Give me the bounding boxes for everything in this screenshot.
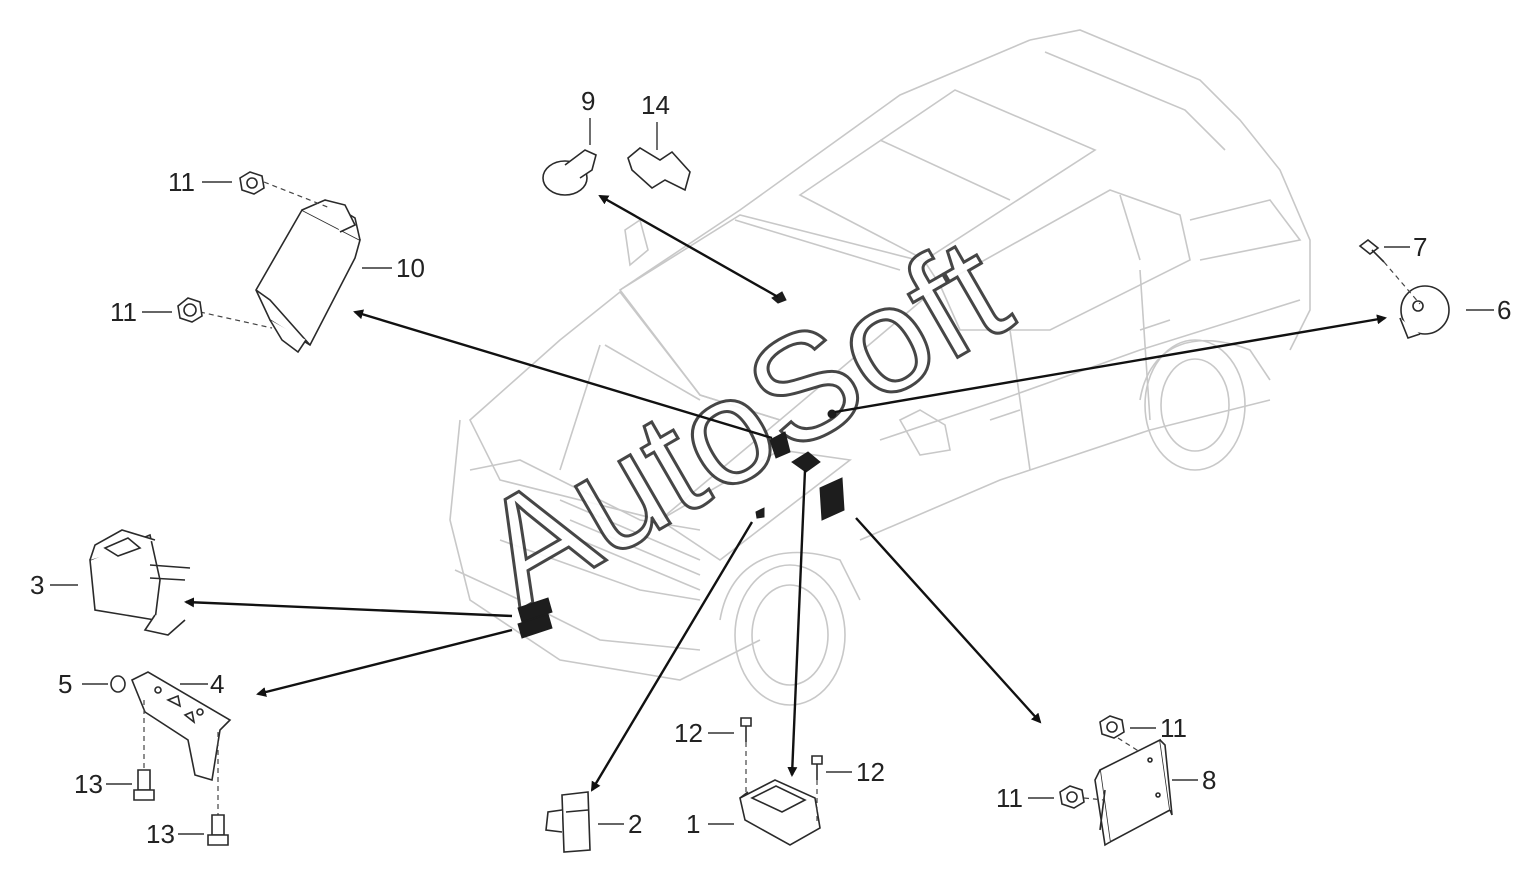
callout-4: 4 (210, 669, 224, 699)
callout-labels: 9 14 11 10 11 7 6 3 5 4 13 13 2 12 1 12 … (30, 86, 1511, 849)
part-10-control-module (199, 181, 392, 354)
part-3-hydraulic-unit (50, 529, 191, 636)
callout-11-left: 11 (110, 297, 137, 327)
part-11-nut-left-lower (1028, 785, 1105, 809)
part-11-nut-upper (202, 171, 265, 195)
part-4-bracket (130, 671, 232, 782)
callout-11-bottom: 11 (996, 783, 1023, 813)
callout-11-top: 11 (168, 167, 195, 197)
part-13-bolt-upper (106, 700, 155, 801)
callout-11-right: 11 (1160, 713, 1187, 743)
part-12-bolt-left (708, 717, 752, 792)
part-2-sensor (545, 791, 624, 853)
callout-13-upper: 13 (74, 769, 103, 799)
part-7-screw (1358, 238, 1421, 305)
part-13-bolt-lower (178, 732, 229, 846)
part-12-bolt-right (811, 755, 852, 822)
part-1-module (708, 779, 821, 846)
callout-12-right: 12 (856, 757, 885, 787)
vehicle-outline (449, 29, 1311, 706)
callout-13-lower: 13 (146, 819, 175, 849)
callout-12-left: 12 (674, 718, 703, 748)
part-8-control-unit (1094, 738, 1198, 847)
part-11-nut-lower (142, 297, 203, 323)
part-14-bracket (627, 122, 691, 192)
callout-7: 7 (1413, 232, 1427, 262)
callout-1: 1 (686, 809, 700, 839)
callout-10: 10 (396, 253, 425, 283)
part-6-sensor (1399, 285, 1494, 339)
callout-2: 2 (628, 809, 642, 839)
location-arrows (184, 194, 1387, 792)
callout-6: 6 (1497, 295, 1511, 325)
callout-8: 8 (1202, 765, 1216, 795)
part-9-sensor (542, 118, 597, 196)
callout-5: 5 (58, 669, 72, 699)
part-11-nut-right-upper (1099, 715, 1156, 753)
module-location-markers (517, 291, 845, 639)
callout-9: 9 (581, 86, 595, 116)
callout-14: 14 (641, 90, 670, 120)
callout-3: 3 (30, 570, 44, 600)
part-5-plug (82, 675, 126, 693)
